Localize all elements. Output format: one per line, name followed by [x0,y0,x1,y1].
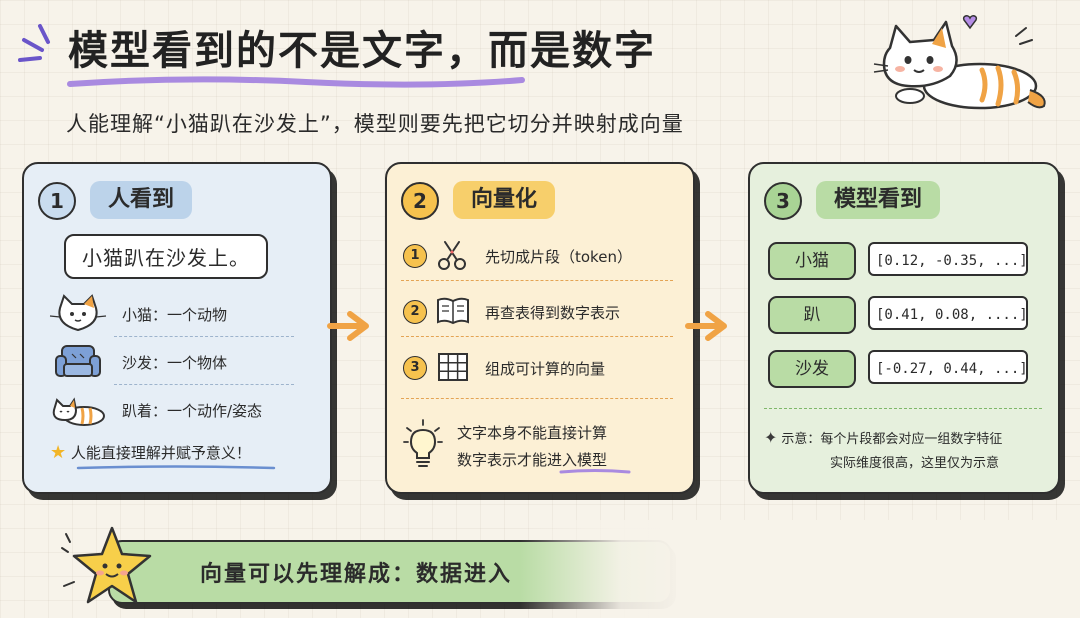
item-text: 趴着：一个动作/姿态 [122,402,263,420]
cat-face-icon [49,294,107,332]
panel-heading: 人看到 [90,181,193,219]
title-underline-decoration [67,76,525,88]
list-item: 小猫：一个动物 [38,294,308,334]
bottom-banner-text: 向量可以先理解成：数据进入 [200,562,513,587]
divider [764,408,1042,409]
footer-underline-decoration [76,465,276,470]
token-chip: 沙发 [768,350,856,388]
token-vector-row: 沙发 [-0.27, 0.44, ...] [768,350,1044,388]
sofa-icon [55,345,101,377]
smiling-star-icon [61,526,152,604]
note-line-2: 实际维度很高，这里仅为示意 [830,456,1000,471]
divider [401,280,673,281]
step-mini-badge: 2 [403,300,427,324]
list-item: 2 再查表得到数字表示 [399,292,679,332]
step-number-badge: 1 [38,182,76,220]
step-text: 再查表得到数字表示 [485,304,621,322]
token-chip: 小猫 [768,242,856,280]
item-text: 沙发：一个物体 [122,354,228,372]
divider [401,398,673,399]
item-text: 小猫：一个动物 [122,306,228,324]
tip-line-2-emphasis: 能进入模型 [532,451,608,469]
page-title: 模型看到的不是文字，而是数字 [68,28,656,74]
list-item: 3 组成可计算的向量 [399,348,679,388]
arrow-right-icon [327,311,369,341]
step-number-badge: 2 [401,182,439,220]
list-item: 1 先切成片段（token） [399,236,679,276]
note-text: ✦示意：每个片段都会对应一组数字特征 实际维度很高，这里仅为示意 [764,426,1002,476]
page-subtitle: 人能理解“小猫趴在沙发上”，模型则要先把它切分并映射成向量 [66,112,684,136]
panel-vectorization: 2 向量化 1 先切成片段（token） 2 再查表得到数字表示 3 组成可计算… [385,162,695,494]
token-vector-row: 小猫 [0.12, -0.35, ...] [768,242,1044,280]
sparkle-icon: ✦ [764,428,778,447]
lying-cat-illustration [873,15,1046,110]
lying-cat-icon [52,397,105,426]
star-icon: ★ [50,442,67,463]
tip-line-1: 文字本身不能直接计算 [457,424,608,442]
tip-text: 文字本身不能直接计算 数字表示才能进入模型 [457,420,607,474]
list-item: 趴着：一个动作/姿态 [38,390,308,430]
fade-overlay [520,520,1080,618]
tip-line-2-start: 数字表示才 [457,451,533,469]
step-mini-badge: 3 [403,356,427,380]
step-mini-badge: 1 [403,244,427,268]
speech-bubble: 小猫趴在沙发上。 [64,234,268,279]
token-chip: 趴 [768,296,856,334]
token-vector-row: 趴 [0.41, 0.08, ....] [768,296,1044,334]
sparkle-strokes-icon [18,24,50,62]
step-text: 组成可计算的向量 [485,360,606,378]
scissors-icon [438,241,466,270]
panel-human-view: 1 人看到 小猫趴在沙发上。 小猫：一个动物 沙发：一个物体 [22,162,332,494]
divider [401,336,673,337]
arrow-right-icon [685,311,727,341]
book-icon [437,297,469,325]
divider [114,384,294,385]
panel-model-view: 3 模型看到 小猫 [0.12, -0.35, ...] 趴 [0.41, 0.… [748,162,1060,494]
vector-box: [0.41, 0.08, ....] [868,296,1028,330]
panel-footer: ★ 人能直接理解并赋予意义！ [50,442,251,463]
footer-text: 人能直接理解并赋予意义！ [70,444,251,462]
tip-underline-decoration [559,469,631,474]
panel-heading: 模型看到 [816,181,941,219]
note-line-1: 示意：每个片段都会对应一组数字特征 [781,432,1003,447]
tip-line-2: 数字表示才能进入模型 [457,447,607,474]
list-item: 沙发：一个物体 [38,342,308,382]
vector-box: [-0.27, 0.44, ...] [868,350,1028,384]
lightbulb-icon [403,419,443,467]
panel-heading: 向量化 [453,181,556,219]
grid-icon [438,353,468,381]
step-text: 先切成片段（token） [485,248,632,266]
step-number-badge: 3 [764,182,802,220]
vector-box: [0.12, -0.35, ...] [868,242,1028,276]
divider [114,336,294,337]
